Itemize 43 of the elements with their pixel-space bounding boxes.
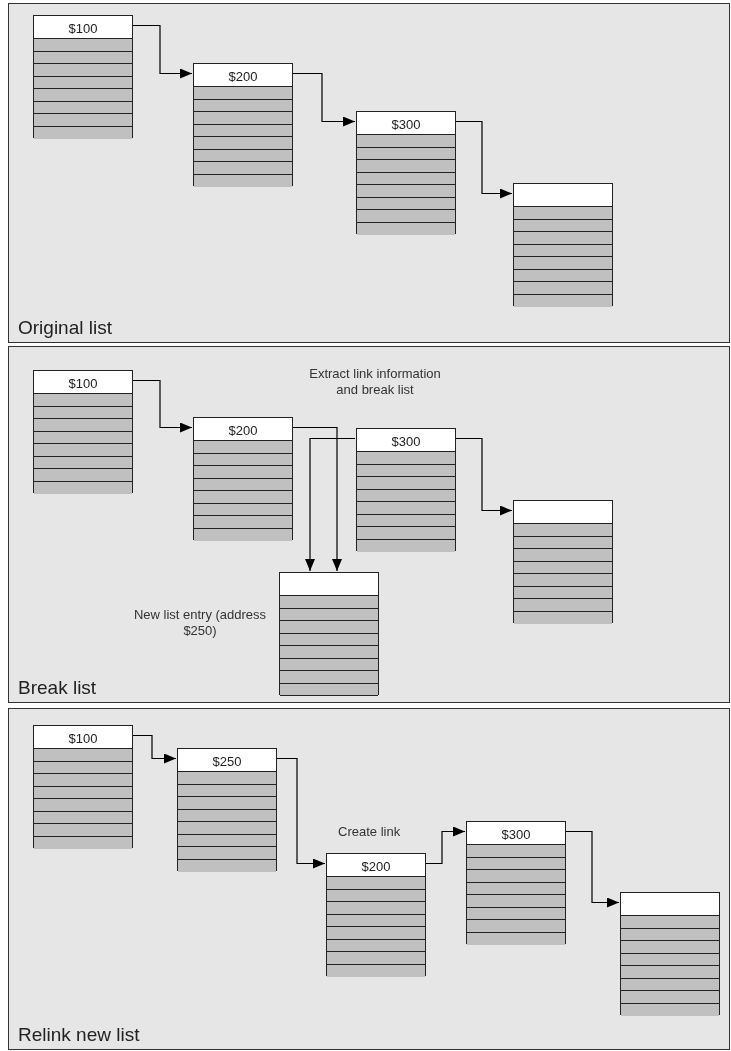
entry-header: $100 [34,16,132,39]
panel-caption: Break list [18,676,97,700]
stage-panel [8,708,730,1050]
list-entry [193,63,293,186]
arrow [564,830,620,908]
arrow [424,826,466,865]
note-text: Extract link information and break list [308,366,442,398]
list-entry [177,748,277,871]
entry-header: $200 [194,64,292,87]
list-entry [356,428,456,551]
list-entry [620,892,720,1015]
arrow [275,757,326,869]
list-entry [513,183,613,306]
note-text: Create link [338,823,401,841]
entry-header: $300 [467,822,565,845]
list-entry [193,417,293,540]
list-entry [513,500,613,623]
list-entry [33,15,133,138]
entry-header: $100 [34,726,132,749]
arrow [454,120,513,199]
arrow [291,426,342,572]
arrow [131,734,177,764]
list-entry [466,821,566,944]
entry-header: $100 [34,371,132,394]
arrow [305,437,356,572]
list-entry [33,725,133,848]
entry-header: $200 [327,854,425,877]
list-entry [33,370,133,493]
entry-header: $250 [178,749,276,772]
list-entry [356,111,456,234]
entry-caption: New list entry (address $250) [132,607,268,639]
arrow [291,72,356,127]
arrow [131,379,193,433]
stage-panel [8,346,730,703]
panel-caption: Relink new list [18,1023,140,1047]
entry-header: $200 [194,418,292,441]
stage-panel [8,3,730,343]
arrow [454,437,513,516]
entry-header: $300 [357,429,455,452]
arrow [131,24,193,79]
list-entry [326,853,426,976]
panel-caption: Original list [18,316,112,340]
entry-header: $300 [357,112,455,135]
